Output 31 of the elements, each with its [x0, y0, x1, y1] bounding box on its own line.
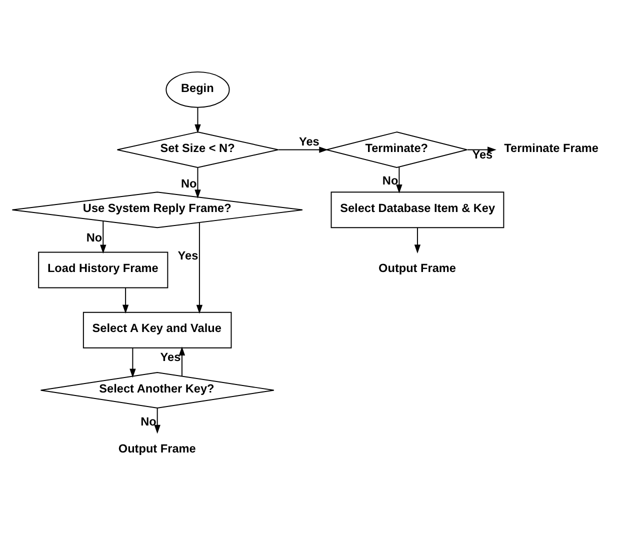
- node-ellipse: Begin: [166, 70, 230, 108]
- edge-label: No: [180, 176, 197, 190]
- arrow: [130, 347, 136, 378]
- arrow: [178, 346, 186, 376]
- arrow: [278, 146, 328, 152]
- edge-label: No: [382, 173, 398, 188]
- node-text: Terminate Frame: [504, 140, 599, 154]
- node-box: Select A Key and Value: [82, 311, 232, 348]
- node-box: Load History Frame: [38, 251, 168, 288]
- node-diamond: Select Another Key?: [40, 371, 274, 408]
- arrow: [100, 220, 106, 254]
- edge-label: Yes: [160, 350, 181, 364]
- edge-label: No: [140, 414, 156, 428]
- node-diamond: Set Size < N?: [116, 131, 279, 168]
- node-text: Output Frame: [118, 440, 196, 455]
- arrow: [414, 226, 421, 253]
- edge-label: Yes: [178, 248, 198, 262]
- arrow: [194, 106, 201, 133]
- arrow: [154, 407, 160, 434]
- arrow: [466, 146, 496, 152]
- node-box: Select Database Item & Key: [330, 191, 504, 228]
- node-diamond: Terminate?: [326, 131, 468, 168]
- edge-label: Yes: [299, 134, 320, 148]
- arrow: [396, 166, 402, 193]
- arrow: [194, 166, 201, 198]
- edge-label: Yes: [472, 146, 493, 161]
- edge-label: No: [86, 230, 102, 244]
- node-text: Output Frame: [378, 260, 456, 275]
- arrow: [196, 222, 203, 314]
- node-diamond: Use System Reply Frame?: [12, 191, 303, 228]
- arrow: [122, 287, 129, 314]
